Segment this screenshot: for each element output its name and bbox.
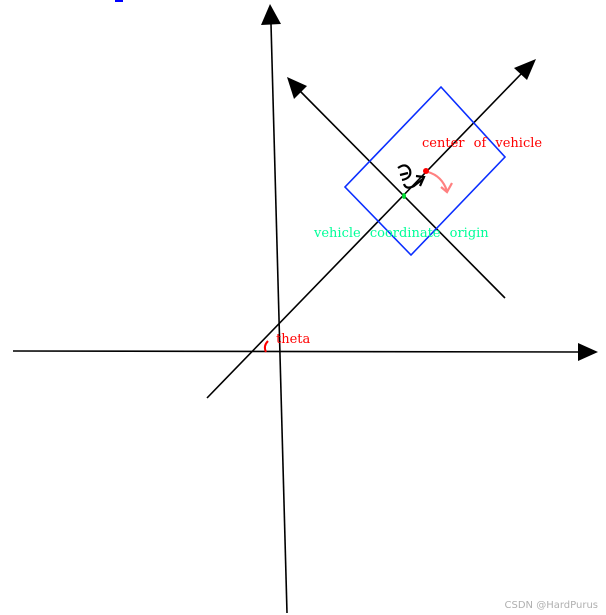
rotation-arrow-icon xyxy=(427,170,453,194)
world-x-axis xyxy=(12,350,579,353)
theta-label: theta xyxy=(276,332,311,347)
vehicle-x-arrowhead xyxy=(514,59,536,80)
center-label: center of vehicle xyxy=(422,136,542,151)
vehicle-box xyxy=(343,85,507,257)
theta-arc xyxy=(263,340,269,353)
origin-label: vehicle coordinate origin xyxy=(313,226,489,241)
world-y-axis xyxy=(270,23,288,614)
world-x-arrowhead xyxy=(578,343,598,361)
offset-arrow-scribble xyxy=(397,164,426,189)
center-point xyxy=(423,168,429,174)
vehicle-y-arrowhead xyxy=(287,77,307,99)
world-y-arrowhead xyxy=(261,4,281,25)
blue-mark xyxy=(115,0,123,2)
origin-point xyxy=(402,193,406,199)
vehicle-x-axis xyxy=(206,72,523,399)
watermark: CSDN @HardPurus xyxy=(505,600,598,611)
